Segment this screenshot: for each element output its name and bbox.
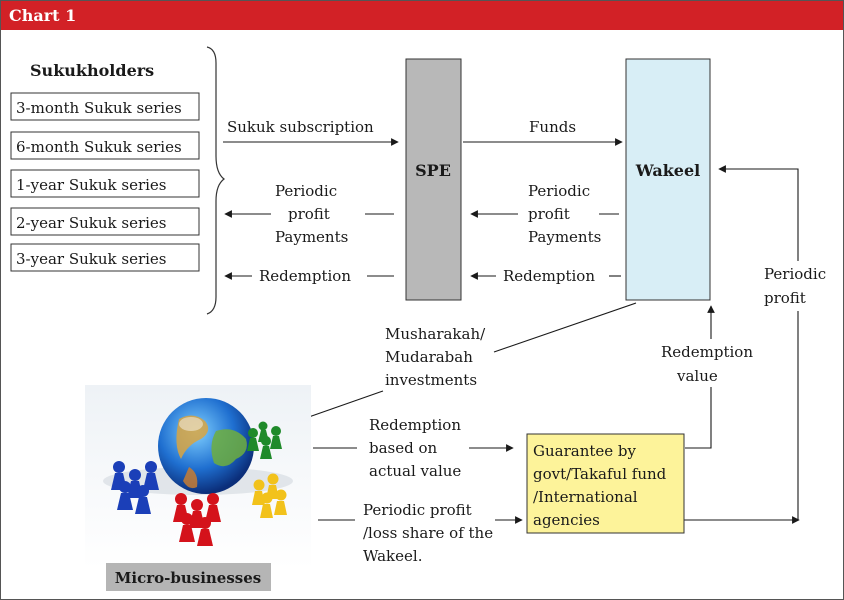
redemption-right-label: Redemption: [503, 267, 595, 285]
profit-loss-label: Periodic profit /loss share of the Wakee…: [363, 501, 498, 565]
sukuk-series-item: 3-month Sukuk series: [10, 92, 200, 121]
redemption-actual-line3: actual value: [369, 462, 461, 480]
sukuk-series-list: 3-month Sukuk series 6-month Sukuk serie…: [10, 92, 200, 272]
periodic-payment-right-label: Periodic profit Payments: [528, 182, 601, 246]
periodic-payment-left-line2: profit: [288, 205, 330, 223]
periodic-profit-side-label: Periodic profit: [764, 265, 831, 307]
globe-with-figures-icon: [85, 385, 311, 569]
periodic-payment-left-line3: Payments: [275, 228, 348, 246]
redemption-value-line1: Redemption: [661, 343, 753, 361]
sukuk-series-item: 2-year Sukuk series: [10, 207, 200, 236]
periodic-payment-right-line3: Payments: [528, 228, 601, 246]
redemption-value-label-bg: [657, 339, 765, 387]
spe-box: [405, 58, 462, 301]
sukuk-series-label: 3-year Sukuk series: [16, 250, 167, 268]
guarantee-line4: agencies: [533, 511, 600, 529]
periodic-profit-side-line2: profit: [764, 289, 806, 307]
sukuk-series-label: 2-year Sukuk series: [16, 214, 167, 232]
wakeel-label: Wakeel: [635, 161, 700, 180]
guarantee-line3: /International: [533, 488, 638, 506]
micro-businesses-label-box: [106, 563, 271, 591]
sukukholders-brace: [206, 46, 225, 315]
guarantee-label: Guarantee by govt/Takaful fund /Internat…: [533, 442, 671, 529]
periodic-profit-side-line1: Periodic: [764, 265, 826, 283]
subscription-label: Sukuk subscription: [227, 118, 374, 136]
wakeel-box: [625, 58, 711, 301]
guarantee-line2: govt/Takaful fund: [533, 465, 667, 483]
chart-title: Chart 1: [9, 6, 77, 25]
sukuk-series-label: 3-month Sukuk series: [16, 99, 182, 117]
musharakah-line1: Musharakah/: [385, 325, 486, 343]
redemption-actual-line1: Redemption: [369, 416, 461, 434]
sukuk-series-item: 1-year Sukuk series: [10, 169, 200, 198]
redemption-value-label: Redemption value: [661, 343, 758, 385]
redemption-actual-line2: based on: [369, 439, 438, 457]
periodic-profit-loop: [684, 165, 799, 521]
chart-header-bar: Chart 1: [1, 1, 843, 30]
musharakah-line2: Mudarabah: [385, 348, 473, 366]
micro-businesses-label: Micro-businesses: [115, 569, 261, 587]
redemption-actual-label: Redemption based on actual value: [369, 416, 466, 480]
sukuk-series-item: 6-month Sukuk series: [10, 131, 200, 160]
periodic-payment-left-line1: Periodic: [275, 182, 337, 200]
redemption-value-line2: value: [676, 367, 718, 385]
periodic-payment-right-line2: profit: [528, 205, 570, 223]
periodic-profit-label-bg: [759, 261, 835, 311]
investment-line-upper: [493, 302, 637, 353]
profit-loss-line3: Wakeel.: [363, 547, 422, 565]
sukukholders-title: Sukukholders: [30, 61, 154, 80]
periodic-payment-left-label: Periodic profit Payments: [275, 182, 348, 246]
sukuk-series-label: 1-year Sukuk series: [16, 176, 167, 194]
sukuk-series-item: 3-year Sukuk series: [10, 243, 200, 272]
sukuk-series-label: 6-month Sukuk series: [16, 138, 182, 156]
redemption-left-label: Redemption: [259, 267, 351, 285]
funds-label: Funds: [529, 118, 576, 136]
musharakah-line3: investments: [385, 371, 477, 389]
spe-label: SPE: [415, 161, 451, 180]
profit-loss-line2: /loss share of the: [363, 524, 493, 542]
guarantee-line1: Guarantee by: [533, 442, 637, 460]
periodic-payment-right-line1: Periodic: [528, 182, 590, 200]
musharakah-label: Musharakah/ Mudarabah investments: [385, 325, 490, 389]
profit-loss-line1: Periodic profit: [363, 501, 472, 519]
guarantee-box: [526, 433, 685, 534]
